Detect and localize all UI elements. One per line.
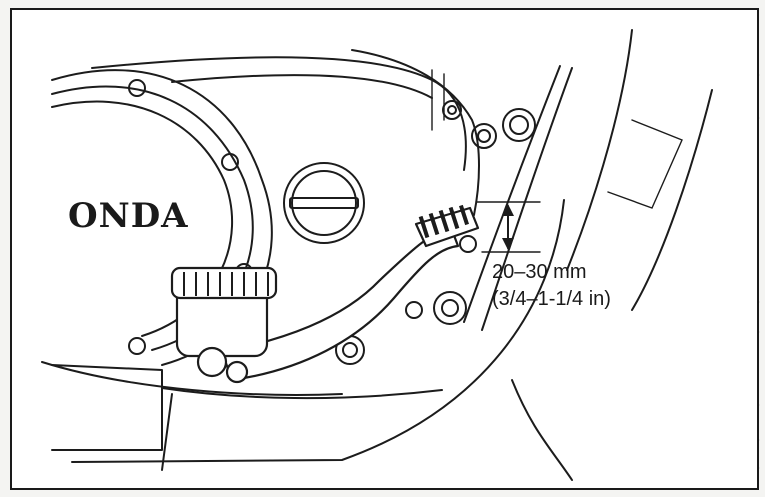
shift-pedal: [170, 204, 480, 384]
freeplay-dimension: [475, 201, 541, 253]
oil-filler-cap: [283, 162, 365, 244]
cover-bolt-4: [128, 337, 146, 355]
crankcase-outline: [41, 49, 480, 471]
figure-frame: ONDA 20–30 mm (3/4–1-1/4 in): [10, 8, 759, 490]
freeplay-imperial-label: (3/4–1-1/4 in): [492, 288, 611, 310]
cover-bolt-2: [221, 153, 239, 171]
brand-lettering: ONDA: [68, 196, 189, 236]
shift-pedal-diagram: [41, 29, 713, 481]
freeplay-metric-label: 20–30 mm: [492, 261, 587, 283]
cover-bolt-1: [128, 79, 146, 97]
upper-bolts: [335, 100, 536, 365]
frame-tubes: [71, 29, 713, 481]
